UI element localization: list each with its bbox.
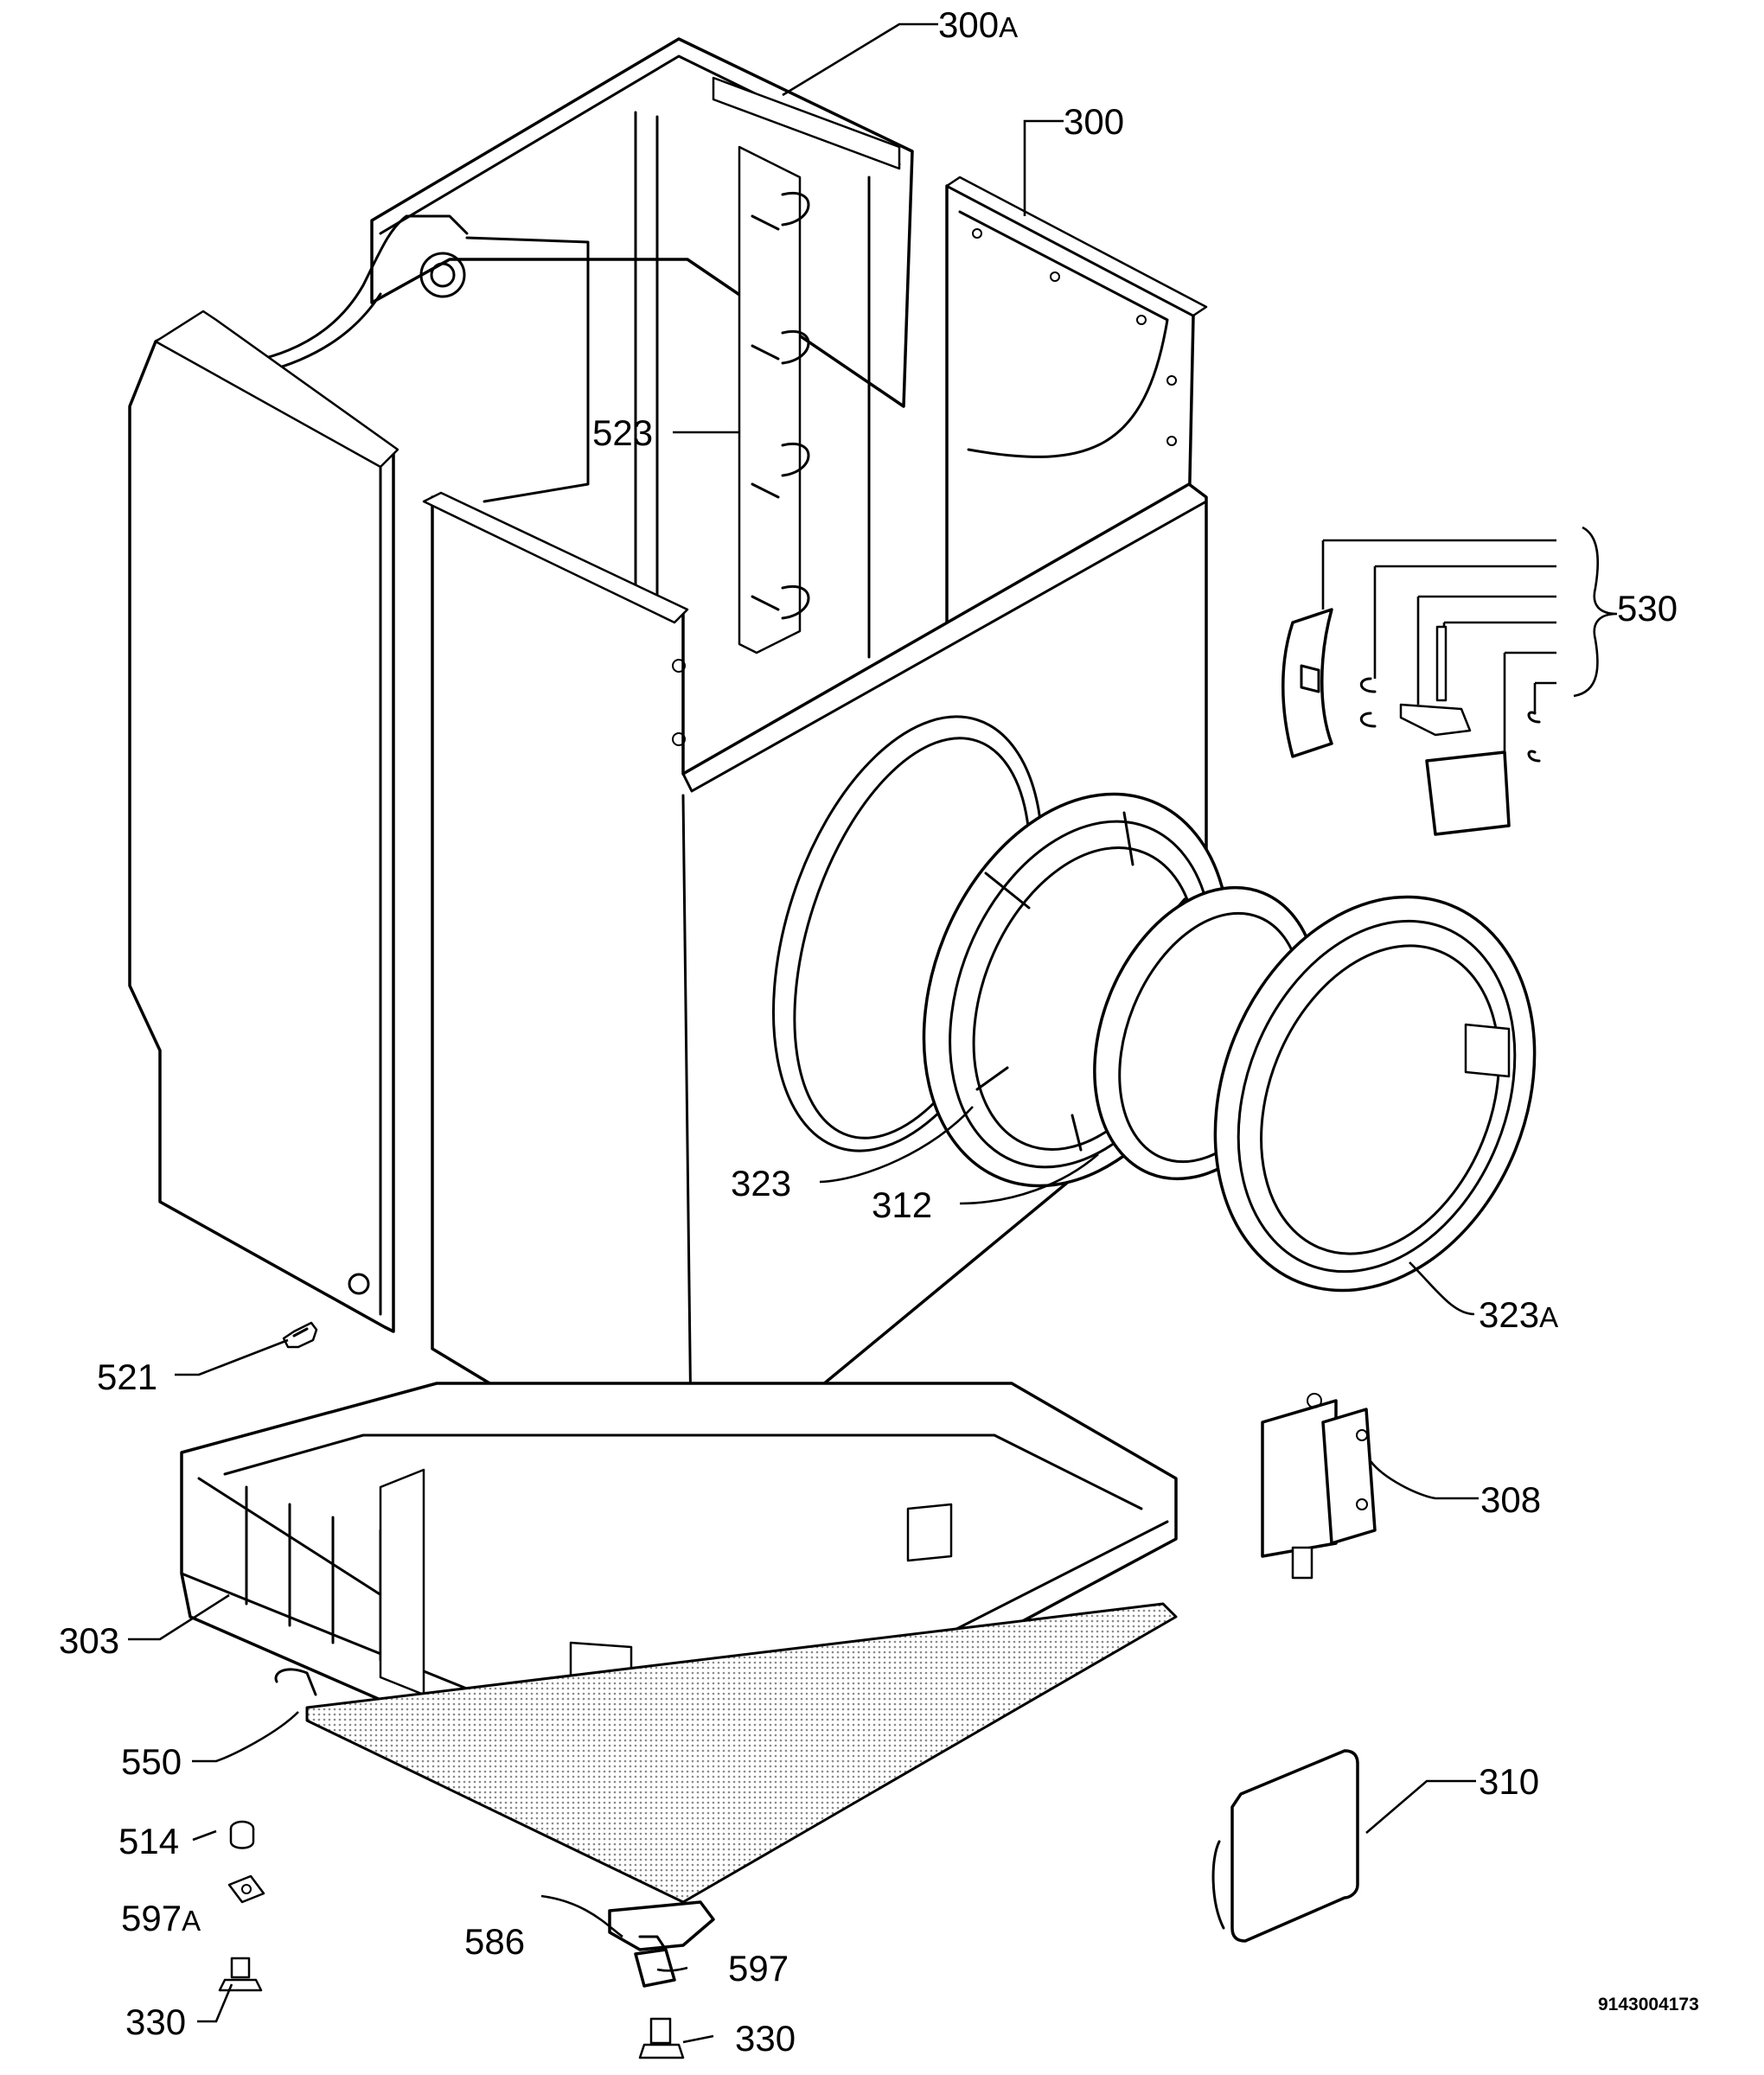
lock-lever bbox=[1399, 703, 1472, 737]
callout-300a: 300A bbox=[938, 4, 1018, 45]
clip-597a bbox=[227, 1874, 265, 1904]
leader-lines bbox=[128, 22, 1479, 2044]
drawing-number: 9143004173 bbox=[1598, 1995, 1699, 2014]
nut-597 bbox=[634, 1948, 676, 1988]
lock-spring bbox=[1359, 677, 1377, 728]
callout-550: 550 bbox=[121, 1741, 182, 1782]
filter-mesh bbox=[305, 1602, 1178, 1904]
lock-handle bbox=[1425, 750, 1511, 836]
nut-514 bbox=[229, 1820, 255, 1849]
foot-330-right bbox=[638, 2017, 685, 2059]
lock-kit-bracket bbox=[1573, 526, 1618, 698]
door-hinge bbox=[1261, 1393, 1377, 1580]
back-panel bbox=[370, 37, 914, 408]
door-frame bbox=[1213, 895, 1537, 1293]
left-side-panel bbox=[128, 314, 395, 1333]
callout-521: 521 bbox=[97, 1357, 157, 1397]
lock-cover bbox=[1281, 608, 1333, 758]
callout-310: 310 bbox=[1479, 1761, 1539, 1802]
foot-330-left bbox=[218, 1957, 263, 1992]
lock-kit-parts bbox=[1281, 526, 1618, 836]
bracket-586 bbox=[608, 1900, 715, 1951]
callout-523: 523 bbox=[592, 412, 653, 453]
callout-330-left: 330 bbox=[125, 2002, 186, 2042]
screw-part bbox=[282, 1321, 318, 1349]
callout-323: 323 bbox=[731, 1163, 791, 1204]
callout-303: 303 bbox=[59, 1620, 119, 1661]
callout-514: 514 bbox=[118, 1821, 179, 1861]
callout-597: 597 bbox=[728, 1948, 789, 1989]
callout-323a: 323A bbox=[1479, 1294, 1558, 1335]
lock-pin bbox=[1435, 625, 1448, 702]
back-panel-hole bbox=[419, 252, 466, 298]
callout-330-right: 330 bbox=[735, 2018, 796, 2059]
callout-312: 312 bbox=[872, 1184, 932, 1225]
callout-300: 300 bbox=[1064, 101, 1124, 142]
callout-530: 530 bbox=[1617, 588, 1678, 629]
cabinet-drawing bbox=[128, 37, 1208, 1904]
vertical-strip bbox=[738, 145, 802, 654]
callout-labels: 300A 300 523 530 323 312 323A 521 308 30… bbox=[59, 4, 1699, 2059]
service-flap bbox=[1211, 1749, 1359, 1943]
door-seal-assembly bbox=[922, 792, 1320, 1188]
callout-597a: 597A bbox=[121, 1898, 201, 1938]
callout-586: 586 bbox=[464, 1921, 525, 1962]
callout-308: 308 bbox=[1480, 1479, 1541, 1520]
